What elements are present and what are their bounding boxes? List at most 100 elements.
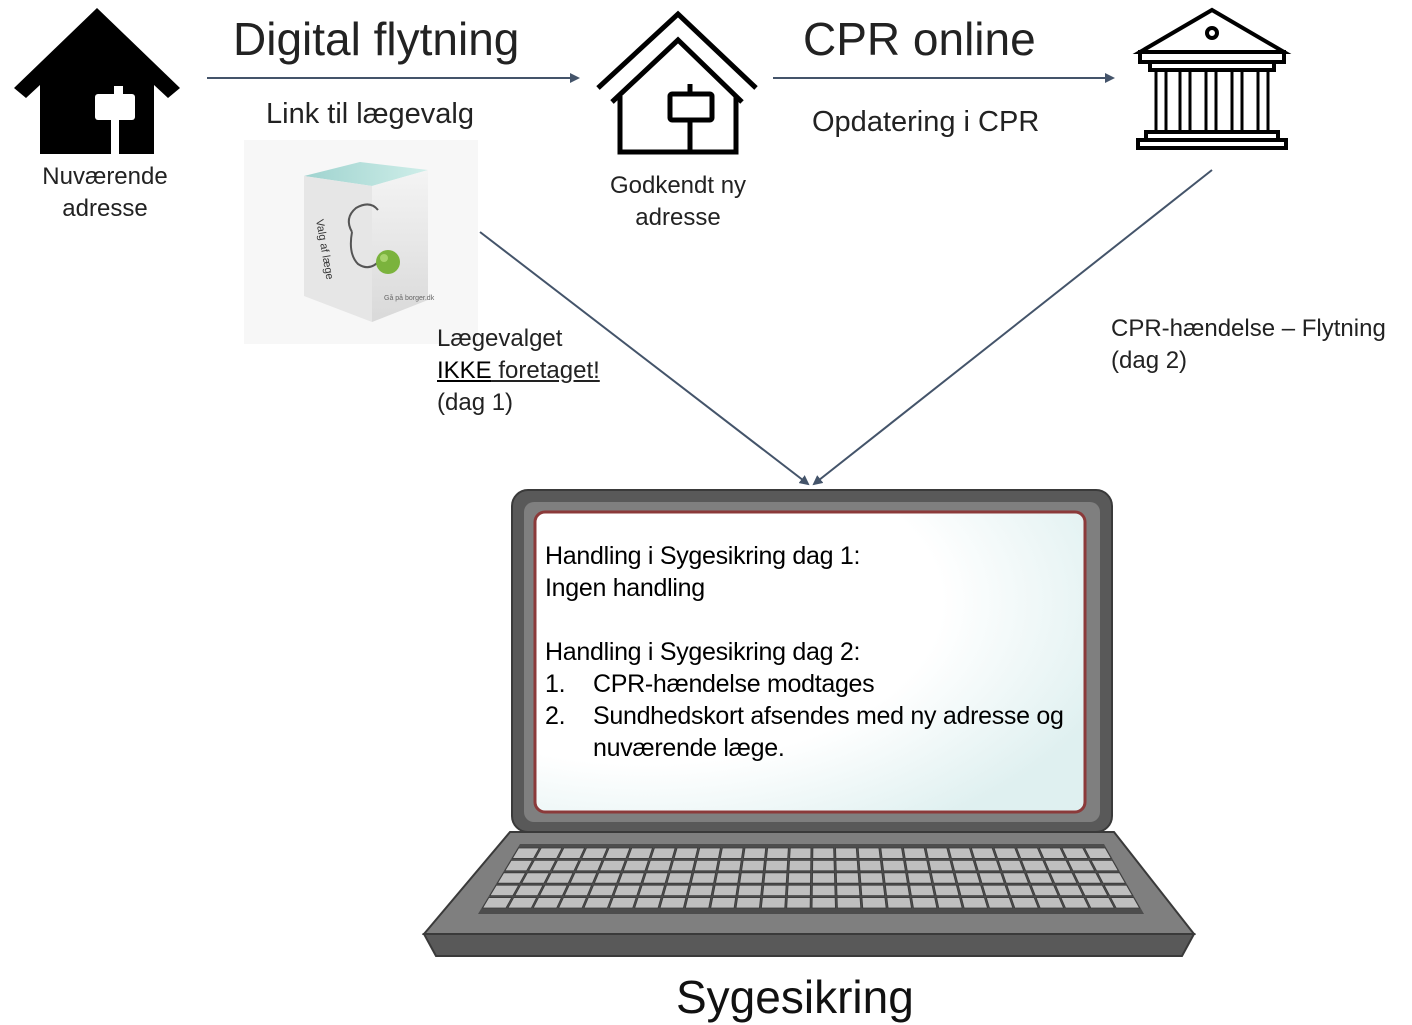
keyboard-key [1085,897,1115,909]
keyboard-key [881,860,906,872]
keyboard-key [1044,860,1072,872]
keyboard-key [812,860,835,872]
keyboard-key [1073,872,1102,884]
current-address-line2: adresse [62,195,148,222]
node-label-new-address: Godkendt ny adresse [590,170,766,234]
laptop-icon [421,489,1197,957]
keyboard-key [538,884,568,896]
keyboard-key [642,872,669,884]
day2-heading: Handling i Sygesikring dag 2: [545,638,861,666]
edge-title-digital-flytning: Digital flytning [233,13,520,65]
note-doctor-choice: Lægevalget IKKE foretaget! (dag 1) [437,323,600,419]
keyboard-key [811,884,836,896]
keyboard-key [673,847,699,859]
keyboard-key [532,897,563,909]
keyboard-key [951,860,977,872]
list-item: 2.Sundhedskort afsendes med ny adresse o… [545,702,1064,762]
edge-subtitle-link: Link til lægevalg [266,98,474,130]
keyboard-key [663,884,690,896]
keyboard-key [997,860,1025,872]
keyboard-key [627,847,654,859]
keyboard-key [835,847,858,859]
doctor-note-foretaget: foretaget! [491,357,600,384]
keyboard-key [1035,897,1065,909]
keyboard-key [575,860,603,872]
keyboard-key [514,884,544,896]
keyboard-key [719,847,744,859]
new-address-line2: adresse [635,204,721,231]
current-home-icon [14,8,180,154]
doctor-note-ikke: IKKE [437,357,492,384]
keyboard-key [1079,884,1109,896]
keyboard-key [563,884,593,896]
keyboard-key [909,884,935,896]
list-item: 1.CPR-hændelse modtages [545,670,875,698]
keyboard-key [903,847,927,859]
keyboard-key [693,860,719,872]
keyboard-key [970,847,997,859]
doctor-note-line1: Lægevalget [437,325,563,352]
keyboard-key [836,897,862,909]
keyboard-key [812,872,836,884]
keyboard-key [1110,897,1141,909]
note-cpr-event: CPR-hændelse – Flytning (dag 2) [1111,313,1386,377]
edge-title-cpr-online: CPR online [803,13,1036,65]
keyboard-key [507,897,538,909]
keyboard-key [1006,884,1034,896]
keyboard-key [715,872,740,884]
doctor-note-line3: (dag 1) [437,389,514,416]
keyboard-key [557,847,586,859]
keyboard-key [489,884,520,896]
keyboard-key [638,884,666,896]
keyboard-key [974,860,1001,872]
keyboard-key [666,872,693,884]
keyboard-key [1049,872,1078,884]
keyboard-key [593,872,622,884]
keyboard-key [1097,872,1127,884]
keyboard-key [737,884,763,896]
keyboard-key [954,872,981,884]
keyboard-key [760,897,786,909]
keyboard-key [811,897,836,909]
laptop-screen-content: Handling i Sygesikring dag 1: Ingen hand… [545,540,1070,764]
keyboard-key [883,872,908,884]
keyboard-key [684,897,712,909]
keyboard-key [608,897,637,909]
keyboard-key [960,897,989,909]
keyboard-key [496,872,527,884]
keyboard-key [1016,847,1043,859]
keyboard-key [925,847,950,859]
keyboard-key [583,897,612,909]
keyboard-key [690,872,717,884]
day2-steps: 1.CPR-hændelse modtages 2.Sundhedskort a… [545,668,1070,764]
keyboard-key [618,872,645,884]
medical-software-box-icon: Valg af læge Gå på borger.dk [244,140,478,344]
new-home-icon [596,10,758,155]
keyboard-key [930,872,957,884]
keyboard-key [835,872,860,884]
keyboard [481,847,1141,909]
keyboard-key [880,847,904,859]
keyboard-key [650,847,676,859]
keyboard-key [1090,860,1120,872]
keyboard-key [634,897,662,909]
keyboard-key [835,860,859,872]
cpr-note-line1: CPR-hændelse – Flytning [1111,315,1386,342]
keyboard-key [764,860,788,872]
day1-heading: Handling i Sygesikring dag 1: [545,542,861,570]
keyboard-key [859,872,884,884]
keyboard-key [521,872,550,884]
current-address-line1: Nuværende [42,163,168,190]
keyboard-key [860,884,886,896]
keyboard-key [982,884,1010,896]
keyboard-key [622,860,649,872]
keyboard-key [742,847,767,859]
keyboard-key [1038,847,1066,859]
day1-text: Ingen handling [545,574,705,602]
keyboard-key [735,897,761,909]
keyboard-key [786,897,811,909]
keyboard-key [604,847,631,859]
keyboard-key [588,884,617,896]
keyboard-key [659,897,687,909]
